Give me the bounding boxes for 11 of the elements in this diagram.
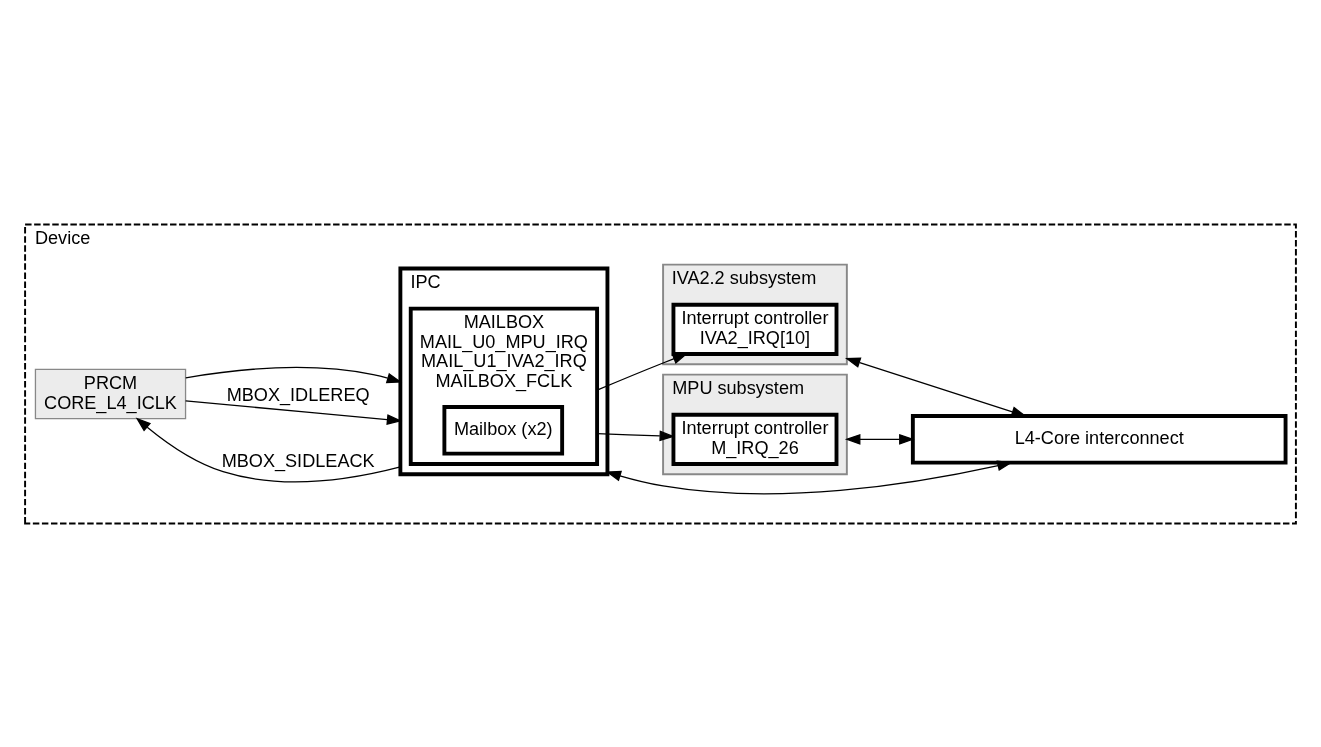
node-box: Interrupt controller IVA2_IRQ[10] bbox=[671, 302, 839, 356]
arrow bbox=[845, 357, 1027, 417]
node-box: L4-Core interconnect bbox=[910, 413, 1288, 465]
arrow bbox=[135, 416, 402, 482]
arrow bbox=[844, 433, 915, 445]
edge-label: MBOX_SIDLEACK bbox=[221, 450, 375, 471]
node-box: PRCM CORE_L4_ICLK bbox=[34, 368, 187, 419]
edge-label: MBOX_IDLEREQ bbox=[226, 384, 370, 405]
node-box: Mailbox (x2) bbox=[442, 404, 565, 456]
arrow bbox=[605, 459, 1013, 494]
node-box: Interrupt controller M_IRQ_26 bbox=[671, 412, 839, 466]
